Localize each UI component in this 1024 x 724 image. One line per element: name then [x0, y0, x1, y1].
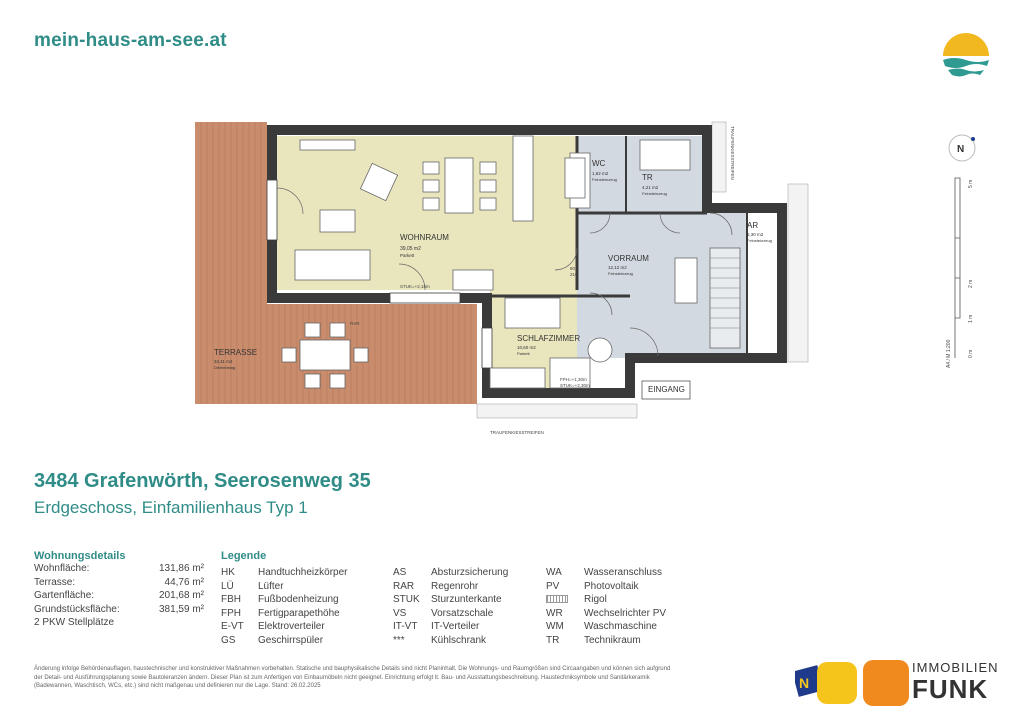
north-label: N — [957, 144, 964, 155]
room-wohnraum-area: 39,05 m2 — [400, 246, 421, 252]
legend-value: Handtuchheizkörper — [258, 567, 348, 578]
immobilien-funk-logo-icon: N — [795, 660, 909, 706]
fph-label: FPH=+1,30m — [560, 377, 587, 382]
site-url[interactable]: mein-haus-am-see.at — [34, 30, 227, 51]
scale-bar: 0 m 1 m 2 m 5 m A4 / M 1:200 — [946, 177, 974, 368]
detail-value: 131,86 m² — [158, 563, 204, 574]
legend-col-1: HK Handtuchheizkörper LÜ Lüfter FBH Fußbode… — [221, 566, 391, 647]
legend-key: LÜ — [221, 580, 234, 592]
legend-value: Technikraum — [584, 634, 641, 646]
room-eingang-name: EINGANG — [648, 385, 685, 394]
room-tr-floor: Feinsteinzeug — [642, 191, 667, 196]
room-vorraum-area: 12,12 m2 — [608, 265, 627, 270]
legend-value: Wechselrichter PV — [584, 607, 667, 619]
room-schlafzimmer-floor: Parkett — [517, 351, 531, 356]
north-arrow-icon: N — [948, 134, 976, 162]
apartment-details: Wohnungsdetails Wohnfläche: 131,86 m² Ter… — [34, 550, 204, 630]
details-heading: Wohnungsdetails — [34, 550, 126, 562]
room-vorraum-name: VORRAUM — [608, 254, 649, 263]
stuk-label-3: STUK=+2,30m — [560, 383, 590, 388]
legend-key: TR — [546, 634, 560, 646]
legend-key: WA — [546, 567, 562, 578]
room-wc-floor: Feinsteinzeug — [592, 177, 617, 182]
legend-value: Fertigparapethöhe — [258, 607, 340, 619]
legend-value: Wasseranschluss — [584, 567, 662, 578]
room-vorraum-floor: Feinsteinzeug — [608, 271, 633, 276]
legend-value: IT-Verteiler — [431, 621, 480, 632]
room-tr-area: 4,21 m2 — [642, 185, 659, 190]
legend-key: WR — [546, 607, 563, 619]
floor-plan: WOHNRAUM 39,05 m2 Parkett WC 1,62 m2 Fei… — [195, 121, 976, 435]
legend-key: IT-VT — [393, 621, 418, 632]
detail-value: 44,76 m² — [164, 576, 204, 588]
traufe-top-label: TRAUFENKIESSTREIFEN — [730, 126, 735, 180]
legend-key: FPH — [221, 607, 241, 619]
disclaimer-text: Änderung infolge Behördenauflagen, haust… — [34, 666, 671, 689]
legend-key: VS — [393, 607, 407, 619]
room-schlafzimmer-name: SCHLAFZIMMER — [517, 334, 580, 343]
legend-col-3: WA Wasseranschluss PV Photovoltaik Rigol W… — [546, 566, 696, 647]
legend-key: GS — [221, 634, 236, 646]
legend-col-2: AS Absturzsicherung RAR Regenrohr STUK Stur… — [393, 566, 543, 647]
lake-logo-icon — [943, 33, 989, 77]
room-terrasse-floor: Dielenbelag — [214, 365, 235, 370]
room-terrasse-name: TERRASSE — [214, 348, 257, 357]
door-label-80: 80 — [570, 266, 576, 271]
brand-line-2: FUNK — [912, 674, 989, 704]
detail-value: 381,59 m² — [158, 603, 204, 615]
legend-key: PV — [546, 580, 560, 592]
detail-label: Grundstücksfläche: — [34, 603, 120, 615]
legend-value: Regenrohr — [431, 580, 479, 592]
legend-key: STUK — [393, 594, 420, 605]
legend-value: Absturzsicherung — [431, 567, 509, 578]
legend-value: Waschmaschine — [584, 621, 657, 632]
room-ar-area: 6,30 m2 — [747, 232, 764, 237]
legend-value: Geschirrspüler — [258, 634, 324, 646]
room-wohnraum-name: WOHNRAUM — [400, 233, 449, 242]
legend-value: Vorsatzschale — [431, 607, 494, 619]
detail-label: Gartenfläche: — [34, 590, 95, 601]
room-ar-floor: Feinsteinzeug — [747, 238, 772, 243]
legend-key: HK — [221, 567, 235, 578]
legend-value: Lüfter — [258, 580, 284, 592]
detail-label: 2 PKW Stellplätze — [34, 617, 115, 628]
room-wohnraum-floor: Parkett — [400, 253, 415, 258]
room-terrasse-area: 34,11 m2 — [214, 359, 233, 364]
stuk-label-1: STUK=+2,15m — [400, 284, 430, 289]
scale-tick-5: 5 m — [968, 180, 974, 188]
room-schlafzimmer-area: 10,60 m2 — [517, 345, 536, 350]
room-ar-name: AR — [747, 221, 758, 230]
legend-key: FBH — [221, 594, 241, 605]
detail-label: Wohnfläche: — [34, 563, 90, 574]
legend-key: *** — [393, 634, 405, 646]
brand-line-1: IMMOBILIEN — [912, 660, 999, 675]
page-title: 3484 Grafenwörth, Seerosenweg 35 — [34, 470, 371, 492]
scale-tick-2: 2 m — [968, 280, 974, 288]
room-wc-area: 1,62 m2 — [592, 171, 609, 176]
scale-label: A4 / M 1:200 — [946, 339, 952, 368]
legend-value: Kühlschrank — [431, 634, 487, 646]
door-label-210: 210 — [570, 272, 578, 277]
legend-key: AS — [393, 567, 407, 578]
page-subtitle: Erdgeschoss, Einfamilienhaus Typ 1 — [34, 498, 308, 517]
legend-value: Fußbodenheizung — [258, 594, 339, 605]
legend-key: WM — [546, 621, 564, 632]
legend-value: Elektroverteiler — [258, 621, 325, 632]
legend-heading: Legende — [221, 550, 267, 562]
legend-value: Sturzunterkante — [431, 594, 502, 605]
detail-label: Terrasse: — [34, 576, 76, 588]
brand-badge: N — [799, 675, 809, 691]
legend-key: E-VT — [221, 621, 244, 632]
legend-value: Photovoltaik — [584, 580, 639, 592]
scale-tick-1: 1 m — [968, 315, 974, 323]
traufe-bottom-label: TRAUFENKIESSTREIFEN — [490, 430, 544, 435]
legend-key: RAR — [393, 580, 415, 592]
rigol-hatch-icon — [546, 593, 584, 607]
room-wc-name: WC — [592, 159, 606, 168]
legend-value: Rigol — [584, 594, 607, 605]
rar-label: RAR — [350, 321, 360, 326]
room-tr-name: TR — [642, 173, 653, 182]
scale-tick-0: 0 m — [968, 350, 974, 358]
detail-value: 201,68 m² — [158, 590, 204, 601]
